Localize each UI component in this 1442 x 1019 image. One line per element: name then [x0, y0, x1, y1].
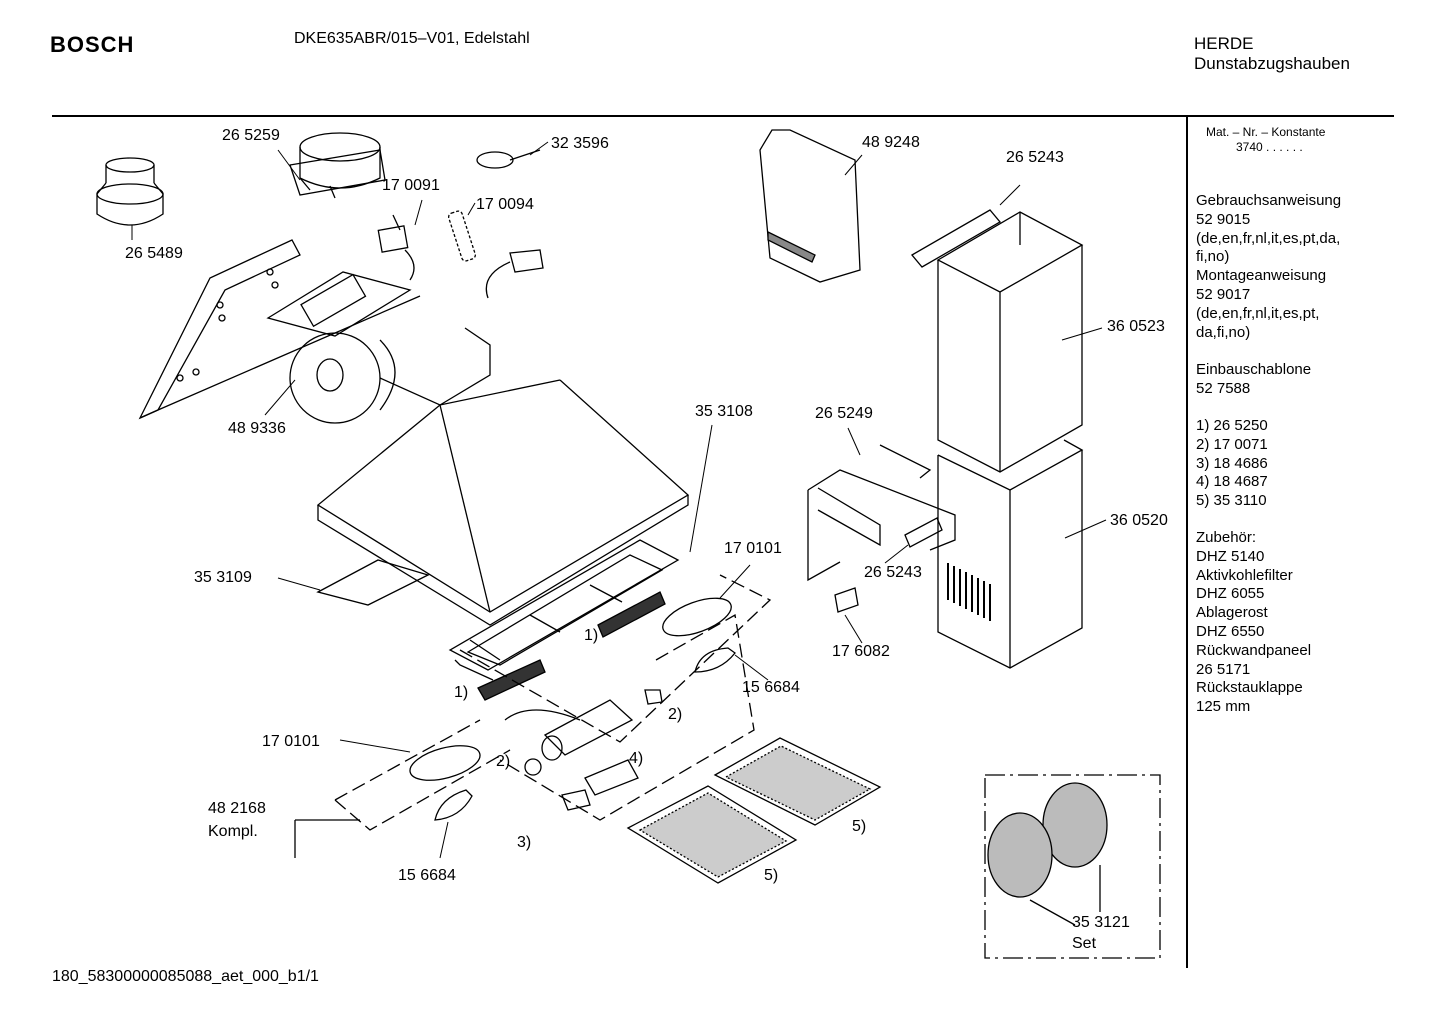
- part-label-156684-bottom: 15 6684: [398, 867, 456, 884]
- part-label-156684-top: 15 6684: [742, 679, 800, 696]
- part-label-353109: 35 3109: [194, 569, 252, 586]
- blower-motor-part: [266, 271, 412, 424]
- accessory-item: 125 mm: [1196, 698, 1251, 716]
- ref-label-1-upper: 1): [584, 627, 598, 644]
- part-label-170094: 17 0094: [476, 196, 534, 213]
- footnote-item: 5) 35 3110: [1196, 492, 1267, 510]
- cable-tie-part: [476, 149, 541, 169]
- lower-chimney-part: [937, 439, 1084, 669]
- accessory-item: 26 5171: [1196, 660, 1251, 678]
- ref-label-3: 3): [517, 834, 531, 851]
- ref-label-2-right: 2): [668, 706, 682, 723]
- part-label-489336: 48 9336: [228, 420, 286, 437]
- part-label-265243-top: 26 5243: [1006, 149, 1064, 166]
- part-label-360523: 36 0523: [1107, 318, 1165, 335]
- ref-label-5-right: 5): [852, 818, 866, 835]
- brand-logo: BOSCH: [50, 32, 135, 57]
- bottom-flap-part: [316, 559, 430, 606]
- part-label-489248: 48 9248: [862, 134, 920, 151]
- part-label-323596: 32 3596: [551, 135, 609, 152]
- lamp-cover-part: [409, 597, 732, 781]
- doc-number: 52 9015: [1196, 210, 1251, 228]
- part-label-482168-kompl: Kompl.: [208, 823, 258, 840]
- part-label-353121: 35 3121: [1072, 914, 1130, 931]
- ref-label-2-left: 2): [496, 753, 510, 770]
- doc-languages: (de,en,fr,nl,it,es,pt,da,: [1196, 229, 1341, 247]
- part-labels: 26 5259 32 3596 17 0091 17 0094 26 5489 …: [125, 127, 1168, 952]
- screw-bag-part: [759, 129, 861, 283]
- document-id: 180_58300000085088_aet_000_b1/1: [52, 968, 319, 985]
- footnote-item: 2) 17 0071: [1196, 435, 1268, 453]
- upper-chimney-part: [936, 211, 1084, 473]
- switch-assembly-part: [504, 689, 663, 811]
- capacitor-part: [377, 214, 415, 281]
- duct-connector-part: [289, 132, 386, 199]
- accessories-title: Zubehör:: [1196, 529, 1257, 546]
- mat-nr-label: Mat. – Nr. – Konstante: [1206, 125, 1326, 139]
- footnote-item: 4) 18 4687: [1196, 473, 1268, 491]
- doc-title: Gebrauchsanweisung: [1196, 192, 1342, 209]
- part-label-265489: 26 5489: [125, 245, 183, 262]
- category-line2: Dunstabzugshauben: [1194, 54, 1350, 73]
- template-title: Einbauschablone: [1196, 361, 1312, 378]
- ref-label-5-left: 5): [764, 867, 778, 884]
- accessory-item: DHZ 6550: [1196, 622, 1265, 640]
- charcoal-set-part: [984, 774, 1161, 959]
- group-bracket: [294, 819, 360, 858]
- accessory-item: Ablagerost: [1196, 604, 1268, 622]
- ref-label-1-lower: 1): [454, 684, 468, 701]
- accessory-item: DHZ 5140: [1196, 547, 1265, 565]
- accessory-item: Aktivkohlefilter: [1196, 566, 1293, 584]
- category: HERDE Dunstabzugshauben: [1194, 34, 1350, 74]
- doc-number: 52 9017: [1196, 285, 1251, 303]
- template-number: 52 7588: [1196, 379, 1251, 397]
- leader-lines: [131, 141, 1107, 859]
- accessory-item: Rückwandpaneel: [1196, 641, 1312, 659]
- accessory-item: Rückstauklappe: [1196, 679, 1303, 697]
- part-label-265249: 26 5249: [815, 405, 873, 422]
- part-label-170101-top: 17 0101: [724, 540, 782, 557]
- grease-filter-frame: [448, 539, 680, 681]
- part-label-176082: 17 6082: [832, 643, 890, 660]
- footnote-item: 1) 26 5250: [1196, 417, 1268, 434]
- header-divider: [52, 115, 1394, 117]
- doc-languages: (de,en,fr,nl,it,es,pt,: [1196, 304, 1320, 322]
- part-label-170091: 17 0091: [382, 177, 440, 194]
- template-block: Einbauschablone 52 7588: [1196, 361, 1311, 399]
- charcoal-filter-plate: [626, 737, 882, 884]
- accessories-list: Zubehör: DHZ 5140 Aktivkohlefilter DHZ 6…: [1196, 529, 1311, 717]
- footnote-list: 1) 26 5250 2) 17 0071 3) 18 4686 4) 18 4…: [1196, 417, 1268, 511]
- assembly-group-outline: [334, 574, 772, 831]
- part-label-353108: 35 3108: [695, 403, 753, 420]
- part-label-353121-set: Set: [1072, 935, 1097, 952]
- category-line1: HERDE: [1194, 34, 1254, 53]
- sidebar-divider: [1186, 116, 1188, 968]
- part-label-482168: 48 2168: [208, 800, 266, 817]
- part-label-170101-bottom: 17 0101: [262, 733, 320, 750]
- power-plug-part: [448, 210, 544, 299]
- filter-strip-part: [477, 591, 666, 701]
- accessory-item: DHZ 6055: [1196, 585, 1265, 603]
- chimney-hood-body: [316, 327, 690, 626]
- docs-list: Gebrauchsanweisung 52 9015 (de,en,fr,nl,…: [1196, 192, 1341, 342]
- doc-languages: fi,no): [1196, 248, 1230, 266]
- lamp-bulb-part: [434, 647, 736, 821]
- ref-label-4: 4): [629, 750, 643, 767]
- rear-panel-part: [807, 444, 956, 582]
- mounting-bracket-part: [904, 209, 1001, 548]
- part-label-265259: 26 5259: [222, 127, 280, 144]
- footnote-item: 3) 18 4686: [1196, 454, 1268, 472]
- mat-nr-value: 3740 . . . . . .: [1236, 140, 1303, 154]
- clip-part: [834, 587, 859, 613]
- doc-title: Montageanweisung: [1196, 267, 1327, 285]
- doc-languages: da,fi,no): [1196, 323, 1251, 341]
- part-label-265243-bottom: 26 5243: [864, 564, 922, 581]
- part-label-360520: 36 0520: [1110, 512, 1168, 529]
- side-bracket-panel: [138, 239, 421, 420]
- reducer-part: [96, 157, 164, 226]
- model-title: DKE635ABR/015–V01, Edelstahl: [294, 30, 530, 47]
